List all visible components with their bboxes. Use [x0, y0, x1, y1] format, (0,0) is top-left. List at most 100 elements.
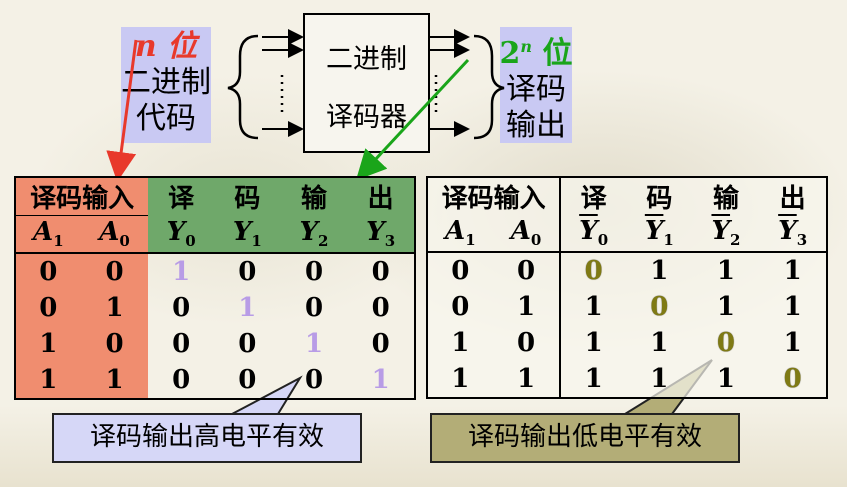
cell-y1: 0 — [238, 329, 257, 359]
var-a0-index: 0 — [119, 232, 130, 251]
var-y2: Y2 — [280, 215, 348, 253]
cell-y1-bar: 0 — [650, 292, 669, 322]
cell-y2-bar: 0 — [716, 328, 736, 358]
cell-y3: 0 — [371, 293, 390, 323]
cell-y3: 0 — [371, 329, 390, 359]
decoder-label-line2: 译码器 — [326, 102, 407, 133]
callout-active-high: 译码输出高电平有效 — [52, 413, 362, 463]
var-y1-letter: Y — [232, 217, 252, 248]
var-y1: Y1 — [214, 215, 281, 253]
callout-high-leader — [231, 375, 303, 415]
truth-table-active-low: 译码输入 译 码 输 出 A1 A0 Y0 Y1 Y2 Y3 0 0 0 1 1… — [426, 176, 828, 399]
decoder-block: 二进制 译码器 — [303, 13, 430, 153]
var-y0: Y0 — [148, 215, 214, 253]
header-output-char-4: 出 — [779, 184, 806, 214]
cell-y0-bar: 1 — [584, 364, 603, 394]
table-row: 0 1 0 1 0 0 — [15, 290, 415, 326]
cell-a1: 1 — [451, 328, 470, 358]
n-bits-label: n 位 — [134, 29, 198, 64]
var-y2-index: 2 — [318, 232, 329, 251]
2n-bits-suffix: 位 — [532, 36, 573, 71]
var-y1-bar: Y1 — [626, 215, 693, 252]
table-row: 1 1 0 0 0 1 — [15, 362, 415, 399]
var-a1: A1 — [427, 215, 493, 252]
2n-bits-exponent: n — [520, 37, 533, 56]
var-y2-bar-letter: Y — [711, 216, 731, 247]
cell-a0: 1 — [80, 362, 149, 399]
var-y0-letter: Y — [166, 217, 186, 248]
var-a1-index: 1 — [465, 231, 476, 250]
cell-y2: 0 — [304, 365, 324, 395]
table-row: 0 0 0 1 1 1 — [427, 252, 827, 289]
header-decode-input: 译码输入 — [427, 177, 562, 215]
table-row: 1 0 0 0 1 0 — [15, 326, 415, 362]
cell-y3: 0 — [371, 257, 390, 287]
header-output-char-1: 译 — [580, 184, 607, 214]
cell-y1: 1 — [238, 293, 257, 323]
output-label: 2n 位 译码 输出 — [497, 29, 575, 144]
header-output-char-3: 输 — [712, 184, 739, 214]
var-y3: Y3 — [347, 215, 415, 253]
var-y2-bar-index: 2 — [730, 231, 741, 250]
table-row: 1 1 1 1 1 0 — [427, 361, 827, 398]
var-a1-index: 1 — [53, 232, 64, 251]
var-y3-bar: Y3 — [759, 215, 827, 252]
cell-y1: 0 — [238, 365, 257, 395]
cell-y0: 0 — [172, 329, 191, 359]
cell-y0: 0 — [172, 365, 191, 395]
var-a0: A0 — [492, 215, 562, 252]
cell-y0-bar: 1 — [584, 292, 603, 322]
output-label-line2: 输出 — [506, 108, 566, 143]
var-y2-letter: Y — [299, 217, 319, 248]
red-pointer-arrow — [106, 39, 138, 182]
table-row: 1 0 1 1 0 1 — [427, 325, 827, 361]
input-brace — [227, 34, 259, 140]
output-brace — [473, 34, 505, 140]
cell-y2: 1 — [304, 329, 324, 359]
cell-y0-bar: 0 — [584, 256, 603, 286]
cell-a0: 1 — [492, 289, 562, 325]
header-output-char-4: 出 — [347, 177, 415, 216]
input-label-line1: 二进制 — [121, 65, 211, 100]
table-header-row: 译码输入 译 码 输 出 — [15, 177, 415, 216]
output-label-highlight — [500, 27, 572, 143]
cell-y2-bar: 1 — [716, 256, 736, 286]
cell-a0: 0 — [492, 252, 562, 289]
cell-y0: 1 — [172, 257, 191, 287]
var-a1-letter: A — [445, 216, 466, 247]
cell-a0: 1 — [492, 361, 562, 398]
cell-y3-bar: 0 — [783, 364, 802, 394]
decoder-label-line1: 二进制 — [326, 44, 407, 75]
cell-a0: 0 — [492, 325, 562, 361]
header-decode-input: 译码输入 — [15, 177, 149, 216]
var-y3-letter: Y — [366, 217, 385, 248]
cell-a1: 1 — [15, 326, 81, 362]
cell-y3: 1 — [371, 365, 390, 395]
var-y1-index: 1 — [251, 232, 262, 251]
header-output-char-2: 码 — [646, 184, 673, 214]
2n-bits-label: 2n 位 — [497, 29, 575, 72]
input-label: n 位 二进制 代码 — [121, 29, 211, 137]
cell-y3-bar: 1 — [783, 256, 802, 286]
table-var-row: A1 A0 Y0 Y1 Y2 Y3 — [15, 215, 415, 253]
var-y0-index: 0 — [185, 232, 196, 251]
cell-y1-bar: 1 — [650, 328, 669, 358]
header-output-char-1: 译 — [148, 177, 214, 216]
cell-a0: 0 — [80, 326, 149, 362]
var-a0-index: 0 — [530, 231, 542, 250]
var-y0-bar-index: 0 — [597, 231, 609, 250]
cell-a1: 1 — [15, 362, 81, 399]
table-row: 0 1 1 0 1 1 — [427, 289, 827, 325]
cell-y2-bar: 1 — [716, 364, 736, 394]
output-label-line1: 译码 — [506, 72, 566, 107]
cell-y1-bar: 1 — [650, 364, 669, 394]
input-label-line2: 代码 — [136, 101, 196, 136]
cell-a1: 0 — [451, 256, 470, 286]
var-y3-bar-letter: Y — [778, 216, 797, 247]
cell-y0-bar: 1 — [584, 328, 603, 358]
cell-a1: 0 — [15, 253, 81, 290]
cell-a0: 1 — [80, 290, 149, 326]
var-y1-bar-letter: Y — [644, 216, 664, 247]
truth-table-active-high: 译码输入 译 码 输 出 A1 A0 Y0 Y1 Y2 Y3 0 0 1 0 0… — [14, 176, 416, 400]
cell-y2: 0 — [304, 257, 324, 287]
